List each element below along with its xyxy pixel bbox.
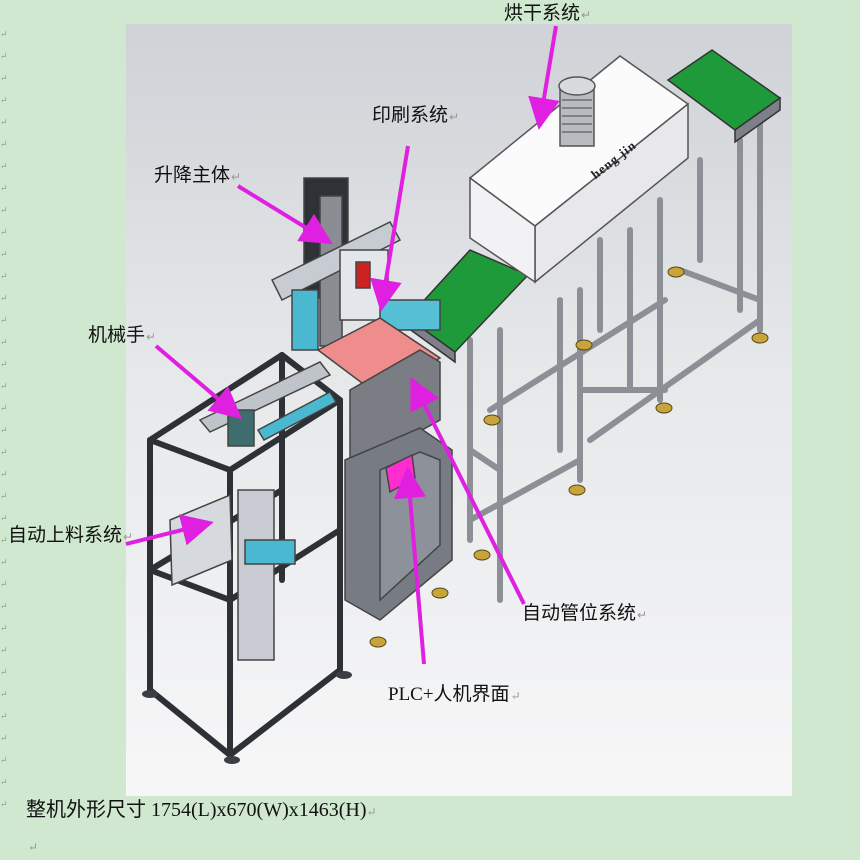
paragraph-mark: ↵	[0, 249, 8, 259]
paragraph-mark: ↵	[0, 403, 8, 413]
paragraph-mark: ↵	[0, 667, 8, 677]
paragraph-mark: ↵	[0, 733, 8, 743]
paragraph-mark: ↵	[0, 645, 8, 655]
paragraph-mark: ↵	[0, 117, 8, 127]
frame-feet	[142, 671, 352, 764]
paragraph-mark: ↵	[0, 579, 8, 589]
paragraph-mark: ↵	[0, 161, 8, 171]
label-drying-system: 烘干系统↵	[504, 2, 592, 24]
paragraph-mark: ↵	[0, 447, 8, 457]
paragraph-mark: ↵	[0, 51, 8, 61]
callout-arrows	[125, 25, 560, 665]
paragraph-end-mark: ↵	[28, 840, 39, 854]
paragraph-mark: ↵	[0, 139, 8, 149]
paragraph-mark: ↵	[0, 29, 8, 39]
label-auto-positioning-system: 自动管位系统↵	[522, 602, 648, 624]
paragraph-mark: ↵	[0, 689, 8, 699]
paragraph-mark: ↵	[0, 183, 8, 193]
paragraph-mark: ↵	[0, 711, 8, 721]
paragraph-mark: ↵	[0, 205, 8, 215]
leveling-feet	[369, 266, 769, 648]
label-printing-system: 印刷系统↵	[372, 104, 460, 126]
paragraph-mark: ↵	[0, 425, 8, 435]
overall-dimensions-caption: 整机外形尺寸 1754(L)x670(W)x1463(H)↵	[26, 799, 377, 821]
paragraph-mark: ↵	[0, 381, 8, 391]
label-lifting-body: 升降主体↵	[154, 164, 242, 186]
conveyor-support-frame	[467, 117, 763, 603]
paragraph-marks: ↵ ↵ ↵ ↵ ↵ ↵ ↵ ↵ ↵ ↵ ↵ ↵ ↵ ↵ ↵ ↵ ↵ ↵ ↵ ↵ ↵ ↵ ↵ ↵ ↵ ↵ ↵ ↵ ↵ ↵ ↵ ↵ ↵ ↵ ↵ ↵	[0, 0, 8, 860]
paragraph-mark: ↵	[0, 535, 8, 545]
paragraph-mark: ↵	[0, 777, 8, 787]
paragraph-mark: ↵	[0, 95, 8, 105]
paragraph-mark: ↵	[0, 755, 8, 765]
paragraph-mark: ↵	[0, 469, 8, 479]
label-auto-feed-system: 自动上料系统↵	[8, 524, 134, 546]
paragraph-mark: ↵	[0, 491, 8, 501]
paragraph-mark: ↵	[0, 601, 8, 611]
label-plc-hmi: PLC+人机界面↵	[388, 684, 521, 705]
paragraph-mark: ↵	[0, 623, 8, 633]
paragraph-mark: ↵	[0, 227, 8, 237]
paragraph-mark: ↵	[0, 513, 8, 523]
paragraph-mark: ↵	[0, 73, 8, 83]
paragraph-mark: ↵	[0, 337, 8, 347]
paragraph-mark: ↵	[0, 359, 8, 369]
label-manipulator: 机械手↵	[88, 324, 157, 346]
paragraph-mark: ↵	[0, 315, 8, 325]
drying-oven	[468, 55, 690, 284]
paragraph-mark: ↵	[0, 799, 8, 809]
paragraph-mark: ↵	[0, 271, 8, 281]
paragraph-mark: ↵	[0, 293, 8, 303]
paragraph-mark: ↵	[0, 557, 8, 567]
manipulator-arm	[169, 361, 338, 661]
